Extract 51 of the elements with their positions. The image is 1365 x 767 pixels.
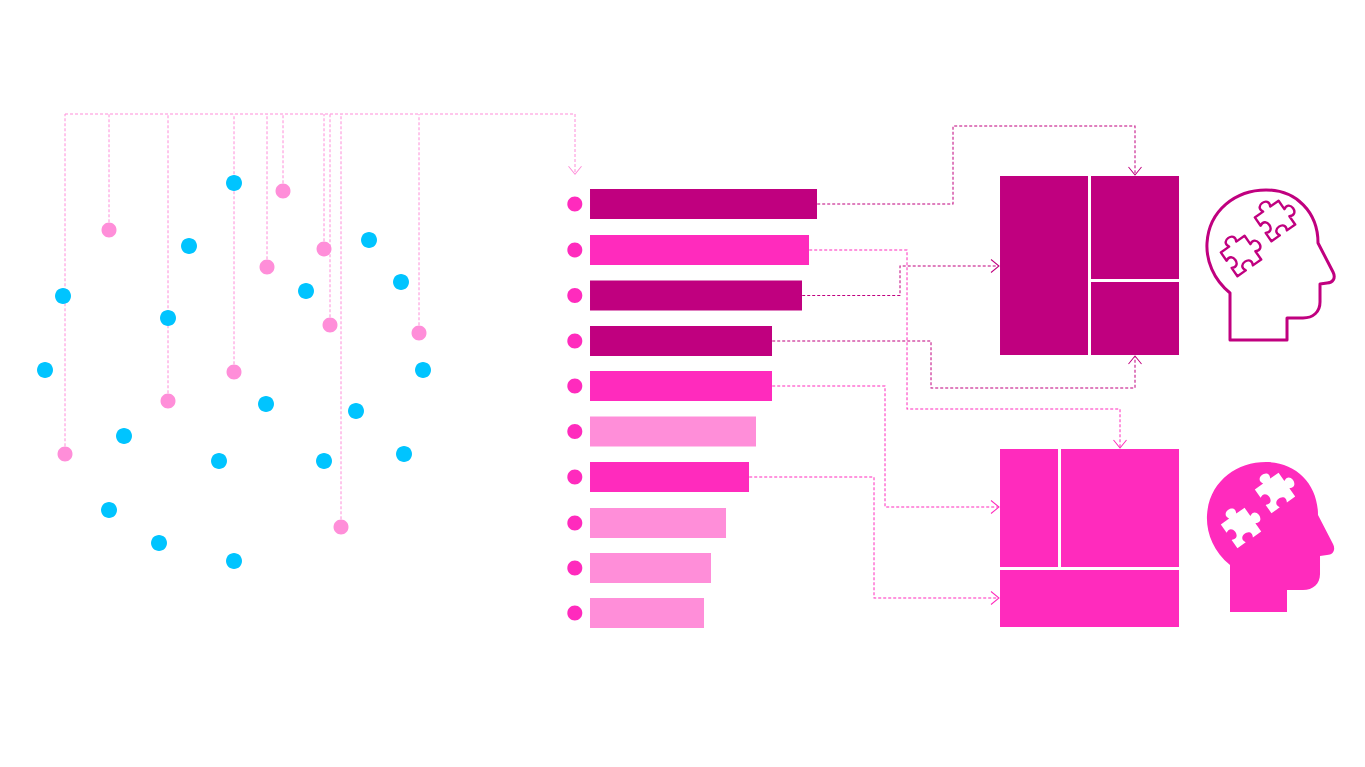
bar [590, 553, 711, 583]
dot [316, 241, 332, 257]
connector-line [108, 113, 169, 115]
connector-line [323, 113, 325, 242]
connector-line [282, 113, 284, 184]
dot [411, 325, 427, 341]
arrow [771, 340, 1142, 389]
connector-line [167, 113, 169, 394]
arrow [748, 476, 1000, 605]
dot [57, 446, 73, 462]
dot [275, 183, 291, 199]
treemap-tile [1000, 449, 1058, 567]
bar [590, 508, 726, 538]
treemap-tile [1000, 570, 1179, 627]
bar [590, 280, 802, 311]
dot [160, 393, 176, 409]
connector-line [340, 113, 420, 115]
connector-line [323, 113, 331, 115]
connector-line [266, 113, 284, 115]
arrow [816, 125, 1142, 205]
dot [101, 222, 117, 238]
treemap-tile [1091, 176, 1179, 279]
dot [333, 519, 349, 535]
bar [590, 416, 756, 447]
connector-line [108, 113, 110, 223]
arrow [418, 113, 582, 175]
connector-line [64, 113, 110, 115]
connector-line [233, 113, 268, 115]
arrow [771, 385, 1000, 514]
dot [259, 259, 275, 275]
connector-line [167, 113, 235, 115]
bar [590, 371, 772, 401]
bar [590, 326, 772, 356]
dot [226, 364, 242, 380]
connector-line [233, 113, 235, 365]
connector-line [418, 113, 420, 326]
bar [590, 598, 704, 628]
bar [590, 462, 749, 492]
bar [590, 235, 809, 265]
arrow [801, 259, 1000, 296]
bar [590, 189, 817, 219]
connector-line [64, 113, 66, 447]
treemap-tile [1000, 176, 1088, 355]
treemap-tile [1091, 282, 1179, 355]
connector-line [340, 113, 342, 520]
arrow [808, 249, 1127, 449]
treemap-tile [1061, 449, 1179, 567]
dot [322, 317, 338, 333]
connector-line [329, 113, 331, 318]
connector-line [329, 113, 342, 115]
connector-line [282, 113, 325, 115]
